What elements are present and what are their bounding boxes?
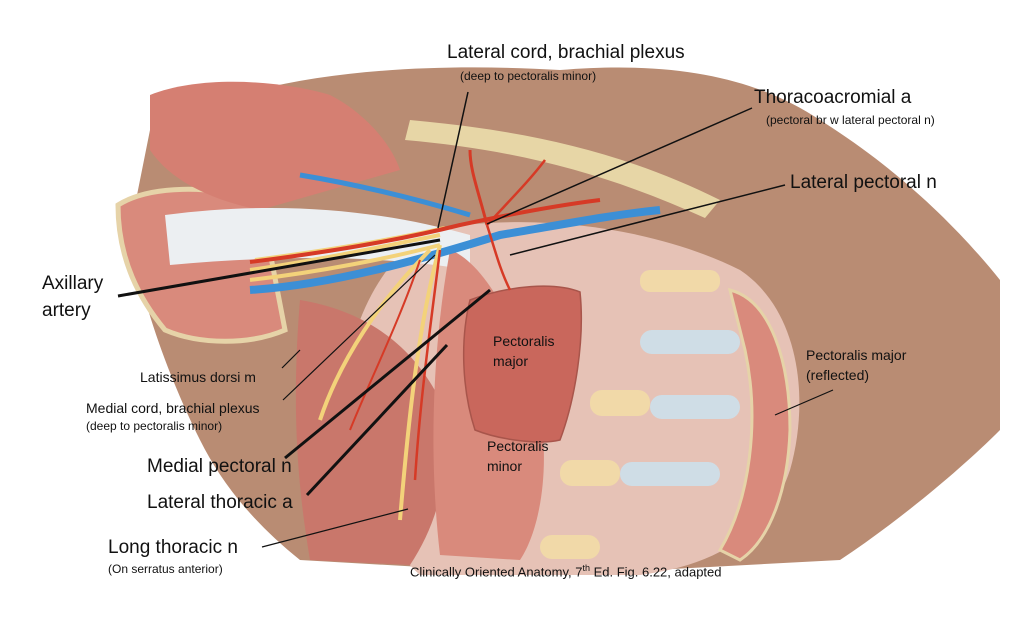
label-long-thoracic-n: Long thoracic n bbox=[108, 537, 238, 558]
label-pec-major-reflected-2: (reflected) bbox=[806, 367, 870, 383]
leader-axillary-artery bbox=[117, 238, 441, 298]
caption-suffix: Ed. Fig. 6.22, adapted bbox=[589, 564, 722, 580]
leader-pec-major-reflected bbox=[774, 389, 834, 416]
label-medial-cord: Medial cord, brachial plexus bbox=[86, 400, 260, 416]
leader-medial-pectoral bbox=[284, 288, 491, 460]
label-pec-major-reflected-1: Pectoralis major bbox=[806, 347, 907, 363]
label-lateral-thoracic-a: Lateral thoracic a bbox=[147, 492, 293, 513]
caption-prefix: Clinically Oriented Anatomy, 7 bbox=[410, 564, 583, 580]
figure-caption: Clinically Oriented Anatomy, 7th Ed. Fig… bbox=[410, 563, 722, 580]
label-pec-major-2: major bbox=[493, 353, 529, 369]
deltoid-muscle bbox=[150, 81, 400, 210]
label-medial-pectoral-n: Medial pectoral n bbox=[147, 456, 292, 477]
label-pec-minor-1: Pectoralis bbox=[487, 438, 549, 454]
caption-sup: th bbox=[582, 563, 590, 573]
label-axillary-artery-2: artery bbox=[42, 300, 91, 321]
axillary-vein bbox=[249, 206, 661, 294]
leader-lines bbox=[117, 91, 834, 548]
leader-long-thoracic bbox=[261, 508, 409, 548]
label-thoracoacromial: Thoracoacromial a bbox=[754, 87, 912, 108]
pectoralis-major-reflected-muscle bbox=[717, 287, 792, 562]
label-medial-cord-note: (deep to pectoralis minor) bbox=[86, 419, 223, 433]
label-axillary-artery-1: Axillary bbox=[42, 273, 104, 294]
label-long-thoracic-note: (On serratus anterior) bbox=[108, 562, 223, 576]
pectoralis-major-flap bbox=[462, 285, 583, 443]
serratus-anterior bbox=[295, 300, 446, 565]
leader-lateral-thoracic bbox=[305, 343, 449, 497]
leader-medial-cord bbox=[282, 254, 436, 401]
leader-lateral-pectoral bbox=[509, 184, 786, 256]
label-thoracoacromial-note: (pectoral br w lateral pectoral n) bbox=[766, 113, 935, 127]
leader-latissimus bbox=[281, 349, 301, 369]
label-pec-major-1: Pectoralis bbox=[493, 333, 555, 349]
cephalic-vein bbox=[299, 172, 471, 218]
label-pec-minor-2: minor bbox=[487, 458, 523, 474]
label-lateral-cord: Lateral cord, brachial plexus bbox=[447, 42, 685, 63]
arteries bbox=[249, 149, 601, 481]
costal-cartilages bbox=[540, 270, 740, 559]
label-lateral-pectoral-n: Lateral pectoral n bbox=[790, 172, 937, 193]
leader-thoracoacromial bbox=[486, 107, 753, 225]
leader-lateral-cord bbox=[437, 91, 469, 229]
clavicle bbox=[405, 120, 720, 218]
label-latissimus: Latissimus dorsi m bbox=[140, 369, 256, 385]
label-lateral-cord-note: (deep to pectoralis minor) bbox=[460, 69, 597, 83]
